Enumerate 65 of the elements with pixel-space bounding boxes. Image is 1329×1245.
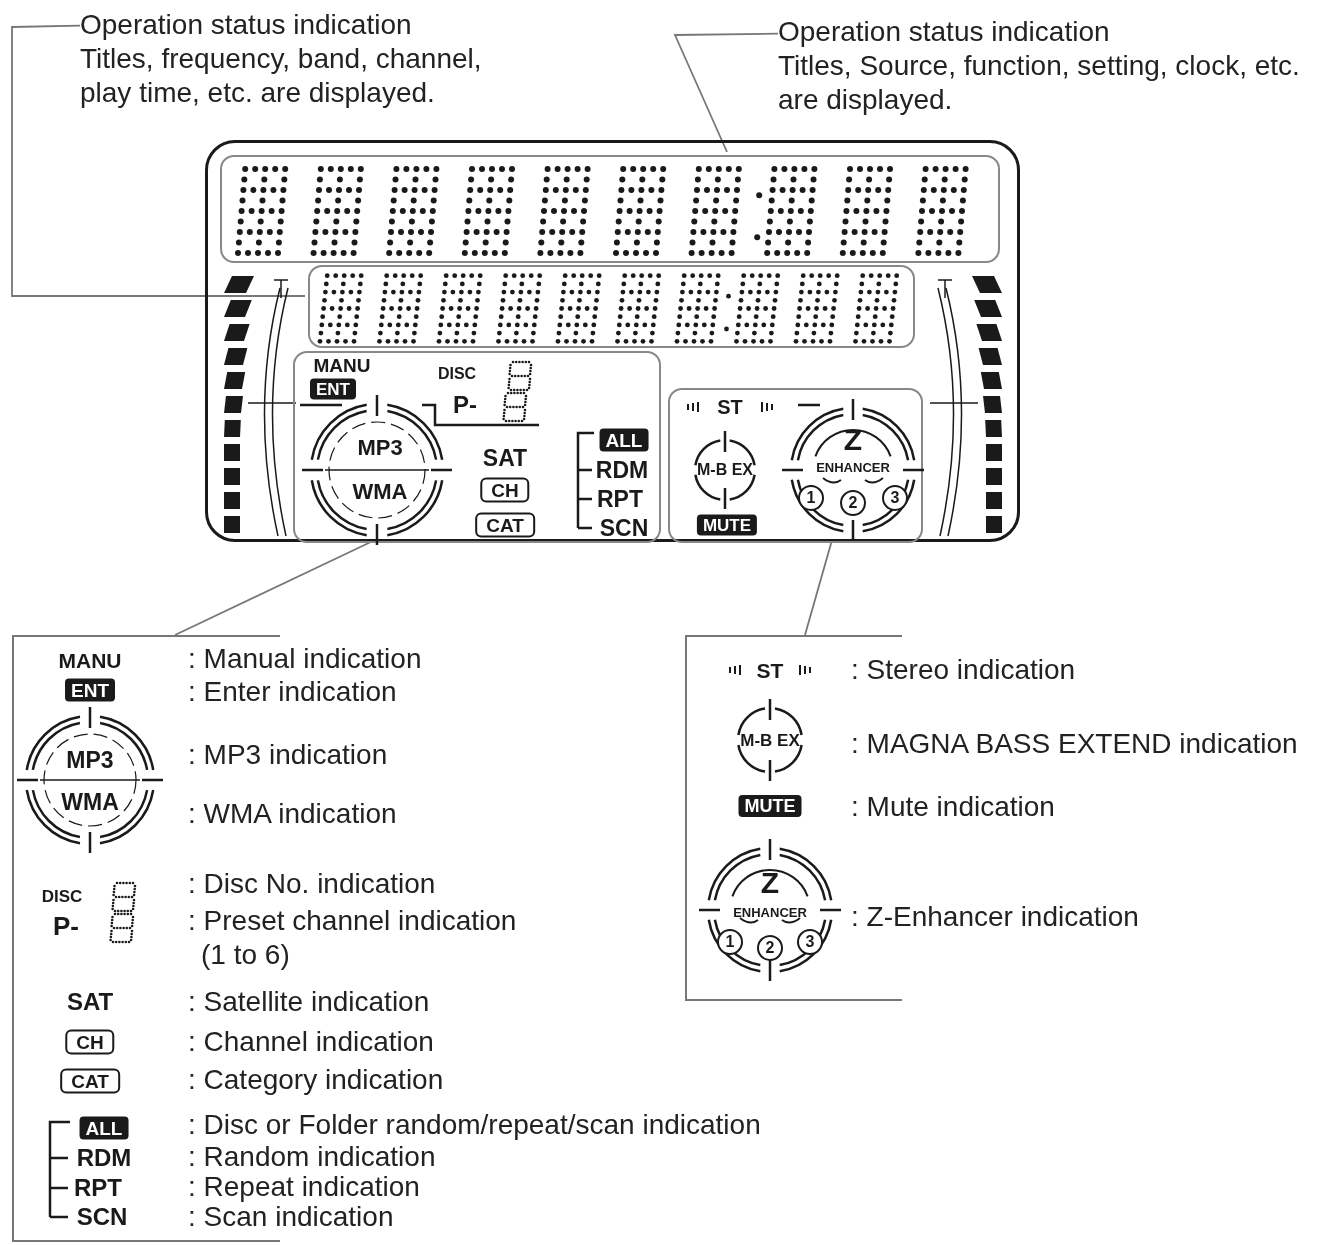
indicator-text: MANU [58,649,122,671]
description-text: : Mute indication [851,790,1055,824]
description-text: : WMA indication [188,797,397,831]
indicator-panel [668,388,923,543]
indicator-tag: CH [480,477,530,503]
indicator-badge: ENT [65,678,115,702]
description-text: : Satellite indication [188,985,430,1019]
indicator-badge: MUTE [738,795,802,817]
indicator-panel [293,351,661,543]
callout-text: Titles, Source, function, setting, clock, etc. are displayed. [778,49,1301,117]
indicator-tag: CAT [475,512,535,538]
description-text: : Scan indication [188,1201,394,1234]
number-indicator: 3 [797,929,823,955]
display-panel [205,140,1020,542]
leader-line [673,32,779,153]
indicator-text: SAT [482,446,528,470]
indicator-text: DISC [437,366,477,382]
indicator-badge: MUTE [696,514,758,536]
description-text: : Manual indication [188,642,422,676]
indicator-text: ENHANCER [816,460,890,474]
description-text: : MAGNA BASS EXTEND indication [851,727,1298,761]
indicator-text: RDM [595,458,649,482]
indicator-text: SAT [66,990,114,1014]
indicator-text: MP3 [357,437,403,459]
indicator-text: MP3 [66,748,114,772]
indicator-text: ST [756,659,784,681]
indicator-text: ST [717,397,743,417]
leader-line [11,24,306,297]
callout-text: Titles, frequency, band, channel, play time, etc. are displayed. [80,42,483,110]
description-text: : Disc or Folder random/repeat/scan indication [188,1108,761,1142]
description-text: : Z-Enhancer indication [851,900,1139,934]
indicator-badge: ALL [599,428,649,452]
indicator-text: DISC [41,887,83,905]
indicator-text: M-B EX [697,462,753,478]
indicator-badge: ENT [310,378,356,400]
indicator-tag: CH [65,1029,115,1055]
indicator-text: P- [53,913,79,939]
indicator-text: WMA [61,790,119,814]
description-text: : Stereo indication [851,653,1076,687]
indicator-text: M-B EX [740,731,800,749]
indicator-text: WMA [352,481,408,503]
number-indicator: 1 [717,929,743,955]
description-text: : Channel indication [188,1025,434,1059]
indicator-text: P- [453,393,477,417]
indicator-text: SCN [76,1205,128,1229]
number-indicator: 1 [798,485,824,511]
indicator-text: SCN [599,516,649,540]
number-indicator: 2 [840,490,866,516]
indicator-text: ENHANCER [733,905,807,919]
description-text: : Disc No. indication [188,867,436,901]
number-indicator: 2 [757,935,783,961]
indicator-text: RPT [597,487,643,511]
indicator-text: MANU [313,355,371,375]
callout-heading: Operation status indication [80,8,413,42]
indicator-text: RPT [74,1176,122,1200]
description-text: : Enter indication [188,675,397,709]
number-indicator: 3 [882,485,908,511]
indicator-tag: CAT [60,1068,120,1094]
indicator-text: RDM [76,1146,132,1170]
description-text: : Category indication [188,1063,444,1097]
description-text: : MP3 indication [188,738,388,772]
indicator-text: Z [760,868,780,898]
indicator-badge: ALL [79,1116,129,1140]
callout-heading: Operation status indication [778,15,1111,49]
description-text: : Preset channel indication (1 to 6) [188,904,518,972]
